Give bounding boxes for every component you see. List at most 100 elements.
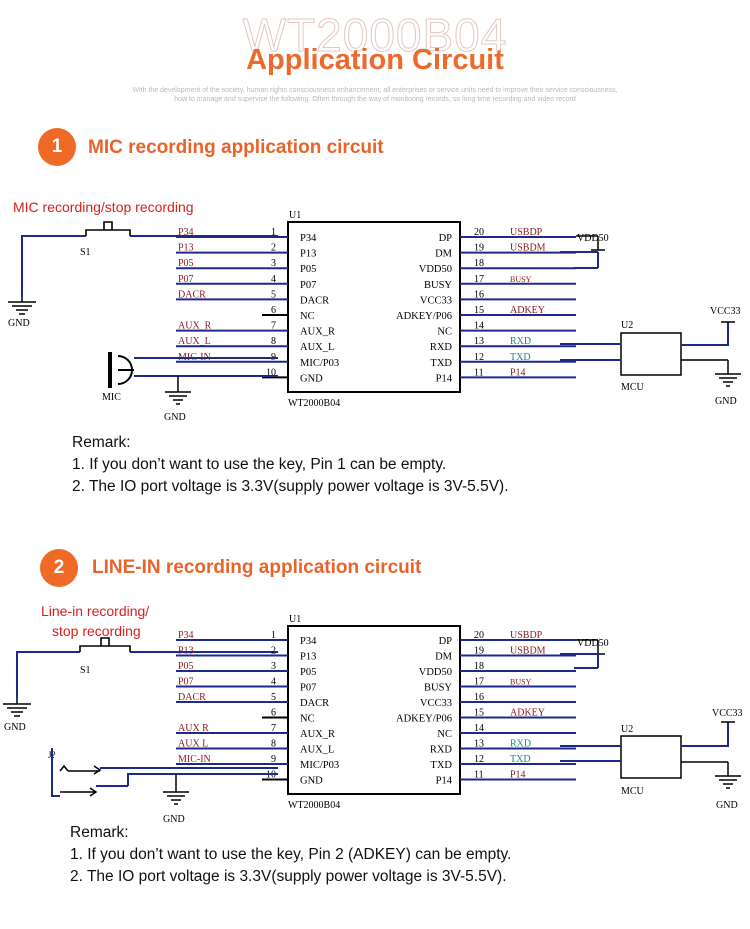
left-pin-name: AUX_L — [300, 745, 334, 756]
right-pin-number: 15 — [474, 305, 484, 316]
right-pin-name: RXD — [430, 342, 453, 353]
line-in-recording-schematic: Line-in recording/ stop recording S1 GND… — [3, 603, 743, 825]
left-pin-name: P34 — [300, 636, 317, 647]
right-net-label: P14 — [510, 367, 526, 378]
right-pin-name: TXD — [430, 760, 452, 771]
gnd-label-mcu: GND — [715, 396, 737, 407]
left-pin-name: DACR — [300, 698, 329, 709]
left-pin-name: NC — [300, 311, 315, 322]
left-net-label: DACR — [178, 692, 206, 703]
right-net-label: P14 — [510, 770, 526, 781]
gnd-label-mcu: GND — [716, 800, 738, 811]
remark-line-1: 1. If you don’t want to use the key, Pin… — [72, 456, 447, 473]
page-subtitle: With the development of the society, hum… — [100, 86, 650, 104]
mcu-u2-body — [620, 332, 682, 376]
right-pin-name: NC — [437, 729, 452, 740]
left-net-label: AUX_R — [178, 321, 212, 332]
left-pin-number: 5 — [271, 289, 276, 300]
left-pin-number: 10 — [266, 367, 276, 378]
left-pin-number: 8 — [271, 336, 276, 347]
remark-2: Remark: 1. If you don’t want to use the … — [70, 822, 511, 888]
gnd-label-mic: GND — [164, 412, 186, 423]
right-pin-number: 17 — [474, 677, 484, 688]
right-net-label: RXD — [510, 739, 531, 750]
right-pin-number: 13 — [474, 739, 484, 750]
right-pin-number: 19 — [474, 243, 484, 254]
vdd-label: VDD50 — [577, 233, 609, 244]
right-pin-name: VCC33 — [420, 295, 452, 306]
right-pin-number: 12 — [474, 352, 484, 363]
remark-title: Remark: — [70, 824, 129, 841]
left-pin-name: P13 — [300, 652, 316, 663]
left-pin-name: P05 — [300, 264, 316, 275]
left-pin-number: 3 — [271, 258, 276, 269]
left-pin-name: AUX_L — [300, 342, 334, 353]
subtitle-line-2: how to manage and supervise the followin… — [174, 96, 576, 103]
left-pin-name: NC — [300, 714, 315, 725]
right-net-label: TXD — [510, 352, 531, 363]
button-label-line-2: stop recording — [52, 623, 141, 639]
right-pin-name: DP — [439, 233, 453, 244]
right-pin-number: 16 — [474, 289, 484, 300]
right-net-label: RXD — [510, 336, 531, 347]
gnd-label-left: GND — [8, 318, 30, 329]
section-2-heading: LINE-IN recording application circuit — [92, 557, 422, 578]
left-pin-name: AUX_R — [300, 327, 335, 338]
mcu-ref: U2 — [621, 724, 633, 735]
left-net-label: P07 — [178, 274, 194, 285]
left-pin-name: GND — [300, 776, 323, 787]
right-pin-number: 13 — [474, 336, 484, 347]
section-1-badge: 1 — [38, 128, 76, 166]
right-pin-name: TXD — [430, 358, 452, 369]
left-pin-number: 1 — [271, 227, 276, 238]
left-pin-name: GND — [300, 373, 323, 384]
left-net-label: P05 — [178, 258, 194, 269]
right-pin-name: ADKEY/P06 — [396, 311, 452, 322]
remark-line-2: 2. The IO port voltage is 3.3V(supply po… — [70, 868, 507, 885]
right-pin-number: 14 — [474, 321, 484, 332]
button-label-line-1: Line-in recording/ — [41, 603, 149, 619]
chip-ref: U1 — [289, 210, 301, 221]
remark-1: Remark: 1. If you don’t want to use the … — [72, 432, 509, 498]
right-net-label: BUSY — [510, 678, 532, 687]
left-pin-number: 2 — [271, 646, 276, 657]
left-pin-name: P34 — [300, 233, 317, 244]
mcu-u2-body — [620, 735, 682, 779]
gnd-label-left: GND — [4, 722, 26, 733]
right-net-label: TXD — [510, 754, 531, 765]
left-net-label: AUX R — [178, 723, 209, 734]
left-pin-name: P07 — [300, 280, 316, 291]
right-pin-number: 12 — [474, 754, 484, 765]
left-pin-number: 6 — [271, 708, 276, 719]
right-pin-name: P14 — [436, 373, 453, 384]
mcu-label: MCU — [621, 382, 645, 393]
right-net-label: ADKEY — [510, 708, 545, 719]
right-pin-number: 19 — [474, 646, 484, 657]
right-pin-number: 18 — [474, 661, 484, 672]
right-pin-name: NC — [437, 327, 452, 338]
mic-label: MIC — [102, 392, 121, 403]
left-net-label: P34 — [178, 227, 194, 238]
left-pin-name: MIC/P03 — [300, 760, 339, 771]
right-pin-number: 11 — [474, 367, 484, 378]
section-2-badge: 2 — [40, 549, 78, 587]
left-net-label: DACR — [178, 289, 206, 300]
remark-title: Remark: — [72, 434, 131, 451]
left-net-label: P13 — [178, 243, 194, 254]
right-pin-name: BUSY — [424, 683, 452, 694]
chip-part: WT2000B04 — [288, 800, 340, 811]
button-label: MIC recording/stop recording — [13, 199, 194, 215]
right-pin-name: VDD50 — [419, 264, 452, 275]
left-pin-name: MIC/P03 — [300, 358, 339, 369]
left-net-label: P07 — [178, 677, 194, 688]
right-pin-name: VDD50 — [419, 667, 452, 678]
right-pin-name: P14 — [436, 776, 453, 787]
right-pin-number: 20 — [474, 227, 484, 238]
left-pin-name: P13 — [300, 249, 316, 260]
left-net-label: P34 — [178, 630, 194, 641]
left-pin-number: 4 — [271, 677, 276, 688]
subtitle-line-1: With the development of the society, hum… — [132, 87, 618, 94]
remark-line-2: 2. The IO port voltage is 3.3V(supply po… — [72, 478, 509, 495]
chip-u1-body — [287, 625, 461, 795]
